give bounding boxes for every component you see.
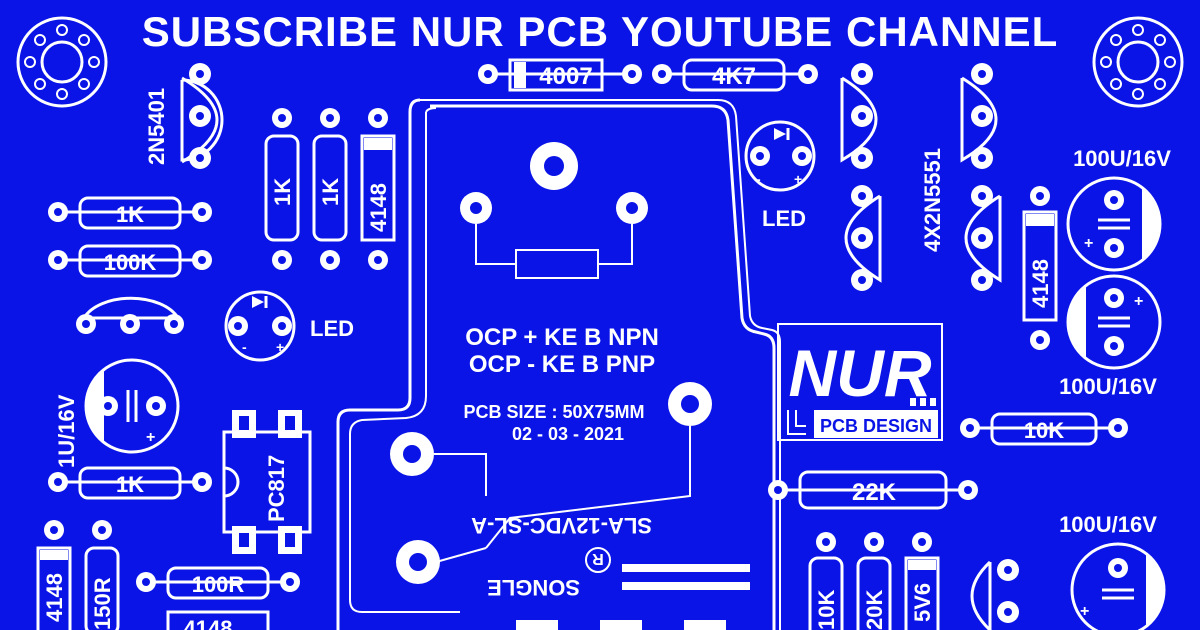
transistor-2n5401: 2N5401: [144, 63, 224, 169]
resistor-100k: 100K: [48, 244, 212, 278]
logo-sub: PCB DESIGN: [820, 416, 932, 436]
diode-4148-c-label: 4148: [184, 616, 233, 630]
diode-4007-label: 4007: [539, 63, 592, 90]
relay-model-label: SLA-12VDC-SL-A: [471, 513, 652, 538]
svg-text:-: -: [756, 171, 761, 187]
mount-hole-right: [1092, 16, 1184, 108]
nur-pcb-logo: NUR PCB DESIGN: [777, 323, 943, 441]
diode-4148-b-label: 4148: [42, 573, 67, 622]
resistor-150r: 150R: [84, 520, 120, 630]
resistor-1k-vertical-b: 1K: [312, 108, 348, 270]
resistor-22k: 22K: [768, 470, 978, 510]
resistor-1k-vertical-a: 1K: [264, 108, 300, 270]
transistor-right-4: [964, 185, 1002, 291]
capacitor-1u-16v: + 1U/16V: [54, 358, 180, 468]
cap-100u-bottom-label: 100U/16V: [1059, 512, 1157, 537]
resistor-1k-a-label: 1K: [270, 178, 295, 206]
resistor-1k-left: 1K: [48, 196, 212, 230]
svg-text:-: -: [242, 339, 247, 355]
date-label: 02 - 03 - 2021: [512, 424, 624, 444]
cap-100u-top-label: 100U/16V: [1073, 146, 1171, 171]
resistor-4k7: 4K7: [652, 58, 818, 92]
resistor-100r: 100R: [136, 566, 300, 600]
led-right: - + LED: [744, 120, 816, 231]
capacitor-100u-top: 100U/16V +: [1066, 146, 1171, 272]
diode-4148-vertical-b: 4148: [36, 520, 72, 630]
svg-text:R: R: [592, 550, 604, 567]
led-left-label: LED: [310, 316, 354, 341]
zener-5v6-label: 5V6: [910, 583, 935, 622]
svg-text:+: +: [794, 171, 802, 187]
svg-text:+: +: [1084, 235, 1093, 252]
relay-outline: R: [336, 98, 781, 630]
zener-5v6: 5V6: [904, 532, 940, 630]
resistor-10k: 10K: [960, 412, 1128, 446]
resistor-1k-bottom: 1K: [48, 466, 212, 500]
resistor-4k7-label: 4K7: [712, 63, 756, 90]
resistor-20k-vertical: 20K: [856, 532, 892, 630]
capacitor-100u-mid: + 100U/16V: [1059, 274, 1162, 399]
ocp-line-2: OCP - KE B PNP: [469, 351, 655, 378]
resistor-22k-label: 22K: [852, 479, 897, 506]
resistor-100r-label: 100R: [192, 572, 245, 597]
transistor-right-label: 4X2N5551: [920, 148, 945, 252]
led-left: - + LED: [224, 290, 354, 362]
transistor-bottom-right: [970, 559, 1019, 630]
transistor-2n5401-label: 2N5401: [144, 88, 169, 165]
capacitor-1u-label: 1U/16V: [54, 394, 79, 468]
diode-4007: 4007: [478, 58, 642, 92]
resistor-100k-label: 100K: [104, 250, 157, 275]
resistor-10k-v-label: 10K: [814, 590, 839, 630]
resistor-10k-label: 10K: [1024, 418, 1064, 443]
pcb-size-label: PCB SIZE : 50X75MM: [463, 402, 644, 422]
optocoupler-pc817: PC817: [222, 410, 312, 554]
diode-4148-vertical-a: 4148: [360, 108, 396, 270]
diode-4148-bottom: 4148: [166, 610, 270, 630]
resistor-1k-bottom-label: 1K: [116, 472, 144, 497]
logo-mark: NUR: [789, 336, 932, 410]
diode-4148-d-label: 4148: [1028, 259, 1053, 308]
resistor-1k-b-label: 1K: [318, 178, 343, 206]
relay-brand-label: SONGLE: [487, 575, 580, 600]
cap-100u-mid-label: 100U/16V: [1059, 374, 1157, 399]
capacitor-100u-bottom: 100U/16V +: [1059, 512, 1166, 630]
resistor-150r-label: 150R: [90, 577, 115, 630]
svg-text:+: +: [146, 429, 155, 446]
svg-text:+: +: [1080, 603, 1089, 620]
optocoupler-label: PC817: [264, 455, 289, 522]
resistor-20k-v-label: 20K: [862, 590, 887, 630]
resistor-1k-left-label: 1K: [116, 202, 144, 227]
svg-text:+: +: [1134, 293, 1143, 310]
ocp-line-1: OCP + KE B NPN: [465, 324, 659, 351]
transistor-right-2: [960, 63, 998, 169]
svg-text:+: +: [276, 339, 284, 355]
page-title: SUBSCRIBE NUR PCB YOUTUBE CHANNEL: [142, 8, 1059, 55]
diode-4148-a-label: 4148: [366, 183, 391, 232]
led-right-label: LED: [762, 206, 806, 231]
diode-4148-vertical-d: 4148: [1022, 186, 1058, 350]
transistor-right-1: [840, 63, 878, 169]
resistor-10k-vertical: 10K: [808, 532, 844, 630]
mount-hole-left: [16, 16, 108, 108]
transistor-right-3: [844, 185, 882, 291]
transistor-small-left: [76, 296, 184, 334]
